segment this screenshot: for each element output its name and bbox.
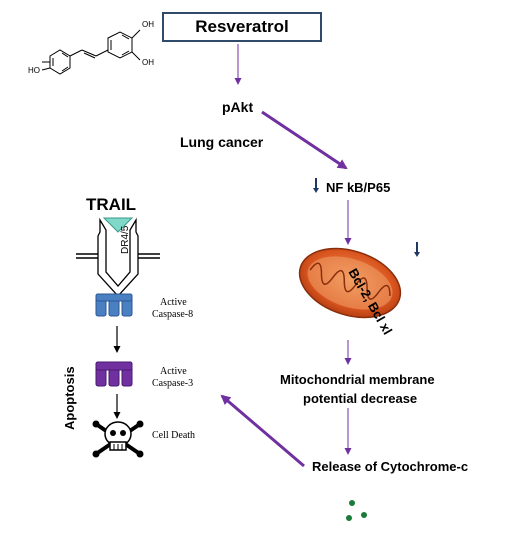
arrow-pakt-to-nfkb <box>261 110 348 170</box>
caspase8-icon <box>95 293 133 317</box>
trail-label: TRAIL <box>86 195 137 214</box>
cell-membrane <box>76 253 160 259</box>
nfkb-down-arrow-icon <box>313 178 319 193</box>
resveratrol-title-box: Resveratrol <box>162 12 322 42</box>
oh-bottom-label: OH <box>142 58 154 67</box>
cell-death-label: Cell Death <box>152 430 196 441</box>
cytochrome-c-dots-icon <box>346 500 367 521</box>
caspase8-label-line2: Caspase-8 <box>152 309 194 320</box>
caspase3-icon <box>95 361 133 387</box>
oh-left-label: HO <box>28 66 40 75</box>
dr45-receptor-icon <box>97 217 139 297</box>
cytochrome-c-label: Release of Cytochrome-c <box>312 459 469 474</box>
mito-membrane-label-line2: potential decrease <box>303 391 418 406</box>
resveratrol-structure-icon <box>41 29 141 75</box>
nfkb-label: NF kB/P65 <box>326 180 391 195</box>
caspase3-label-line1: Active <box>160 366 187 377</box>
mitochondrion-icon <box>298 247 402 319</box>
oh-top-label: OH <box>142 20 154 29</box>
lung-cancer-label: Lung cancer <box>180 134 264 150</box>
arrow-cytochrome-to-caspase3 <box>220 394 305 468</box>
bcl-down-arrow-icon <box>414 242 420 257</box>
apoptosis-label: Apoptosis <box>62 366 77 430</box>
pakt-label: pAkt <box>222 99 254 115</box>
dr45-label: DR4/5 <box>120 225 131 254</box>
skull-crossbones-icon <box>92 420 144 458</box>
caspase3-label-line2: Caspase-3 <box>152 378 194 389</box>
trail-ligand-icon <box>102 217 134 233</box>
caspase8-label-line1: Active <box>160 297 187 308</box>
mito-membrane-label-line1: Mitochondrial membrane <box>280 372 435 387</box>
